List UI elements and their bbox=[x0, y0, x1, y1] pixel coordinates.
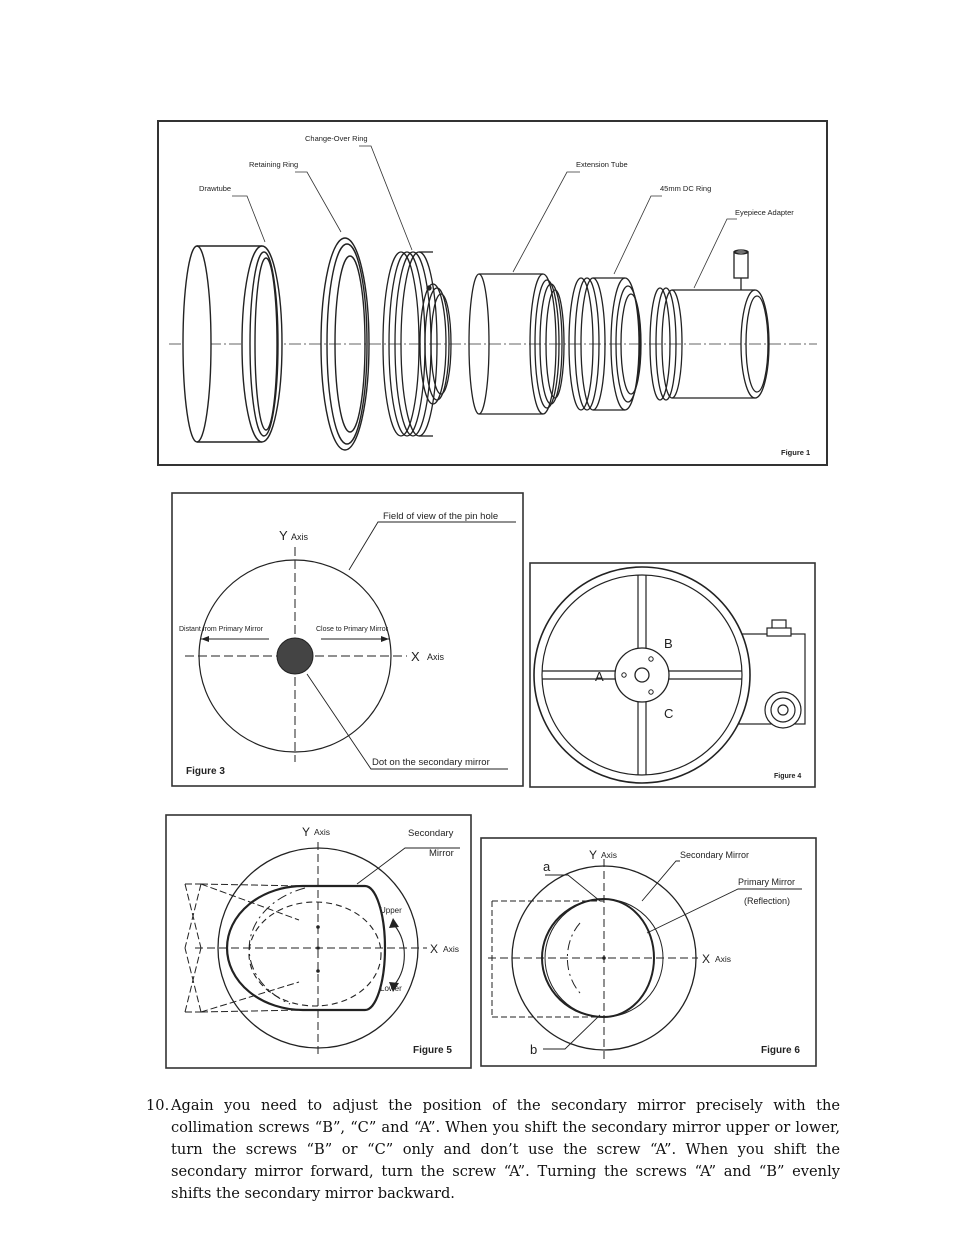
label-dc-ring: 45mm DC Ring bbox=[660, 184, 711, 193]
label-change-over-ring: Change-Over Ring bbox=[305, 134, 368, 143]
figure-4: A B C Figure 4 bbox=[529, 562, 816, 788]
label-upper: Upper bbox=[380, 906, 402, 915]
label-lower: Lower bbox=[380, 984, 402, 993]
secondary-mirror-outline bbox=[225, 884, 387, 1012]
label-screw-c: C bbox=[664, 706, 673, 721]
label-close: Close to Primary Mirror bbox=[316, 626, 389, 633]
spider-vanes bbox=[542, 575, 742, 775]
y-axis-word: Axis bbox=[291, 532, 309, 542]
label-reflection: (Reflection) bbox=[744, 896, 790, 906]
x-axis-letter: X bbox=[702, 952, 710, 966]
label-screw-b: B bbox=[664, 636, 673, 651]
y-axis-letter: Y bbox=[589, 848, 597, 862]
secondary-holder bbox=[614, 647, 670, 703]
y-axis-letter: Y bbox=[302, 825, 310, 839]
screw-a-hole bbox=[621, 672, 627, 678]
dc-ring-part bbox=[568, 277, 642, 411]
label-primary-mirror: Primary Mirror bbox=[738, 877, 795, 887]
label-secondary-mirror: Secondary Mirror bbox=[680, 850, 749, 860]
reflection-ellipse bbox=[248, 901, 382, 1007]
label-dot: Dot on the secondary mirror bbox=[372, 757, 490, 768]
label-distant: Distant from Primary Mirror bbox=[179, 626, 264, 633]
label-screw-a: A bbox=[595, 669, 604, 684]
x-axis-word: Axis bbox=[715, 954, 731, 964]
screw-c-hole bbox=[648, 689, 654, 695]
figure-3: Y Axis X Axis Field of view of the pin h… bbox=[171, 492, 524, 787]
rotation-arrow bbox=[394, 925, 405, 985]
figure-5: Y Axis X Axis Secondary Mirror Upper Low… bbox=[165, 814, 472, 1069]
y-axis-word: Axis bbox=[314, 827, 330, 837]
label-a: a bbox=[543, 859, 551, 874]
change-over-ring-part bbox=[382, 251, 452, 437]
label-mirror: Mirror bbox=[429, 848, 454, 859]
y-axis-letter: Y bbox=[279, 528, 288, 543]
label-field-of-view: Field of view of the pin hole bbox=[383, 511, 498, 522]
secondary-mirror-dot bbox=[276, 637, 314, 675]
label-drawtube: Drawtube bbox=[199, 184, 231, 193]
step-number: 10. bbox=[146, 1097, 170, 1114]
label-retaining-ring: Retaining Ring bbox=[249, 160, 298, 169]
figure-3-caption: Figure 3 bbox=[186, 766, 225, 777]
step-text: Again you need to adjust the position of… bbox=[171, 1097, 840, 1202]
y-axis-word: Axis bbox=[601, 850, 617, 860]
center-bolt bbox=[634, 667, 650, 683]
light-cone bbox=[184, 883, 304, 1013]
x-axis-letter: X bbox=[430, 942, 438, 956]
figure-6-caption: Figure 6 bbox=[761, 1045, 800, 1056]
retaining-ring-part bbox=[320, 237, 370, 451]
label-b: b bbox=[530, 1042, 537, 1057]
step-10-paragraph: 10. Again you need to adjust the positio… bbox=[146, 1095, 840, 1205]
label-secondary: Secondary bbox=[408, 828, 454, 839]
figure-6: Y Axis X Axis Secondary Mirror Primary M… bbox=[480, 837, 817, 1067]
x-axis-word: Axis bbox=[427, 652, 445, 662]
figure-5-caption: Figure 5 bbox=[413, 1045, 452, 1056]
figure-1: Drawtube Retaining Ring Change-Over Ring… bbox=[157, 120, 828, 466]
x-axis-word: Axis bbox=[443, 944, 459, 954]
x-axis-letter: X bbox=[411, 649, 420, 664]
eyepiece-adapter-part bbox=[649, 249, 770, 401]
screw-b-hole bbox=[648, 656, 654, 662]
extension-tube-part bbox=[468, 273, 565, 415]
figure-4-caption: Figure 4 bbox=[774, 773, 801, 780]
label-extension-tube: Extension Tube bbox=[576, 160, 628, 169]
label-eyepiece-adapter: Eyepiece Adapter bbox=[735, 208, 794, 217]
figure-1-caption: Figure 1 bbox=[781, 448, 810, 457]
drawtube-part bbox=[182, 245, 283, 443]
